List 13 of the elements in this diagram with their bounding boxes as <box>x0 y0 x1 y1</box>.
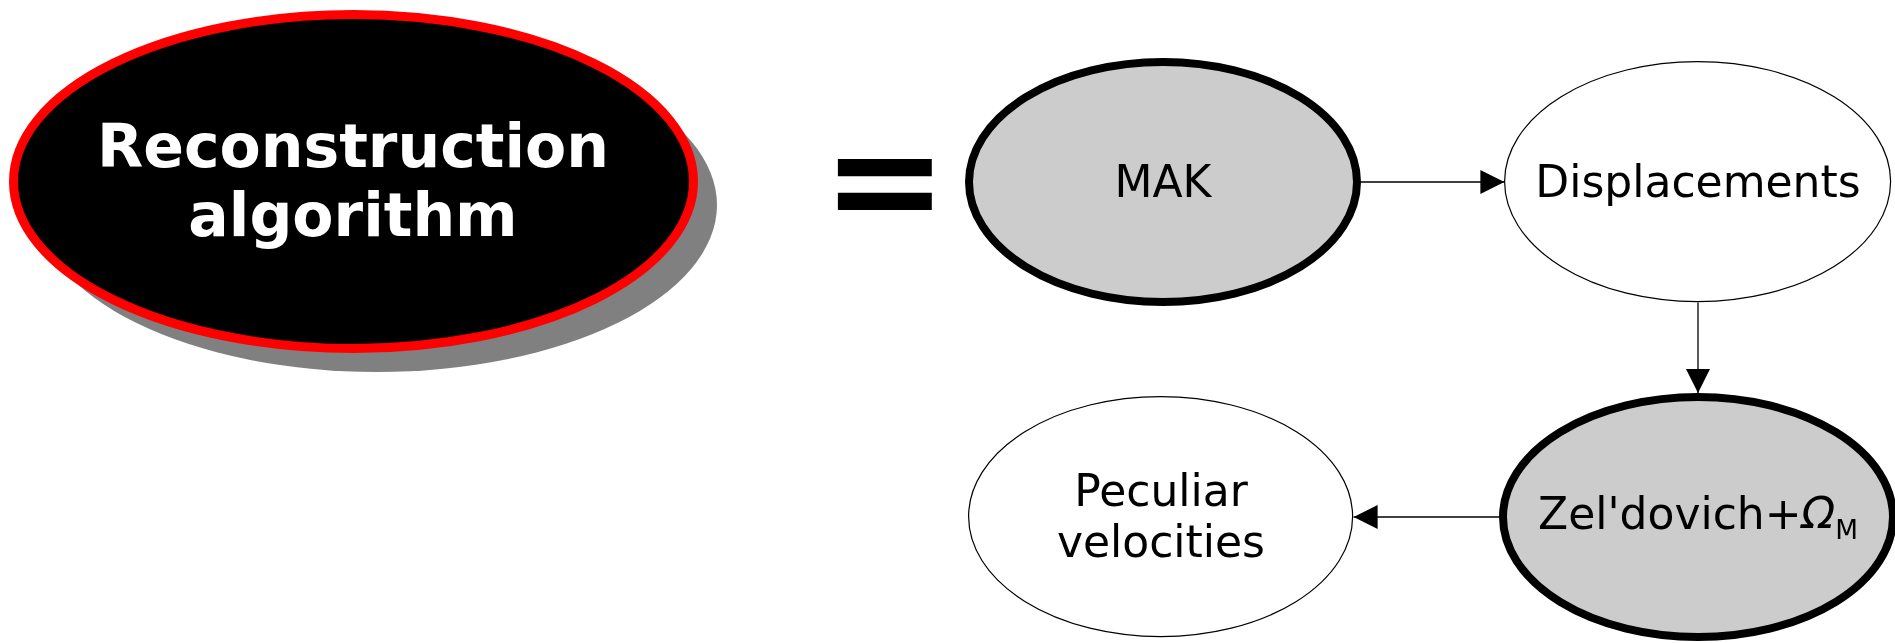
node-label: Reconstruction algorithm <box>96 112 610 250</box>
arrow <box>1686 301 1710 394</box>
node-label: Peculiar velocities <box>1055 466 1267 568</box>
arrow <box>1352 505 1500 529</box>
arrow <box>1360 170 1506 194</box>
node-label: Displacements <box>1535 156 1861 208</box>
ellipse-node <box>1504 61 1892 303</box>
node-label: Zel'dovich+Ω$_{M}$ <box>1538 488 1858 546</box>
ellipse-node <box>8 9 698 353</box>
ellipse-node <box>965 58 1361 306</box>
equals-sign: = <box>822 105 948 255</box>
node-label: MAK <box>1114 156 1212 208</box>
ellipse-node <box>968 396 1354 638</box>
